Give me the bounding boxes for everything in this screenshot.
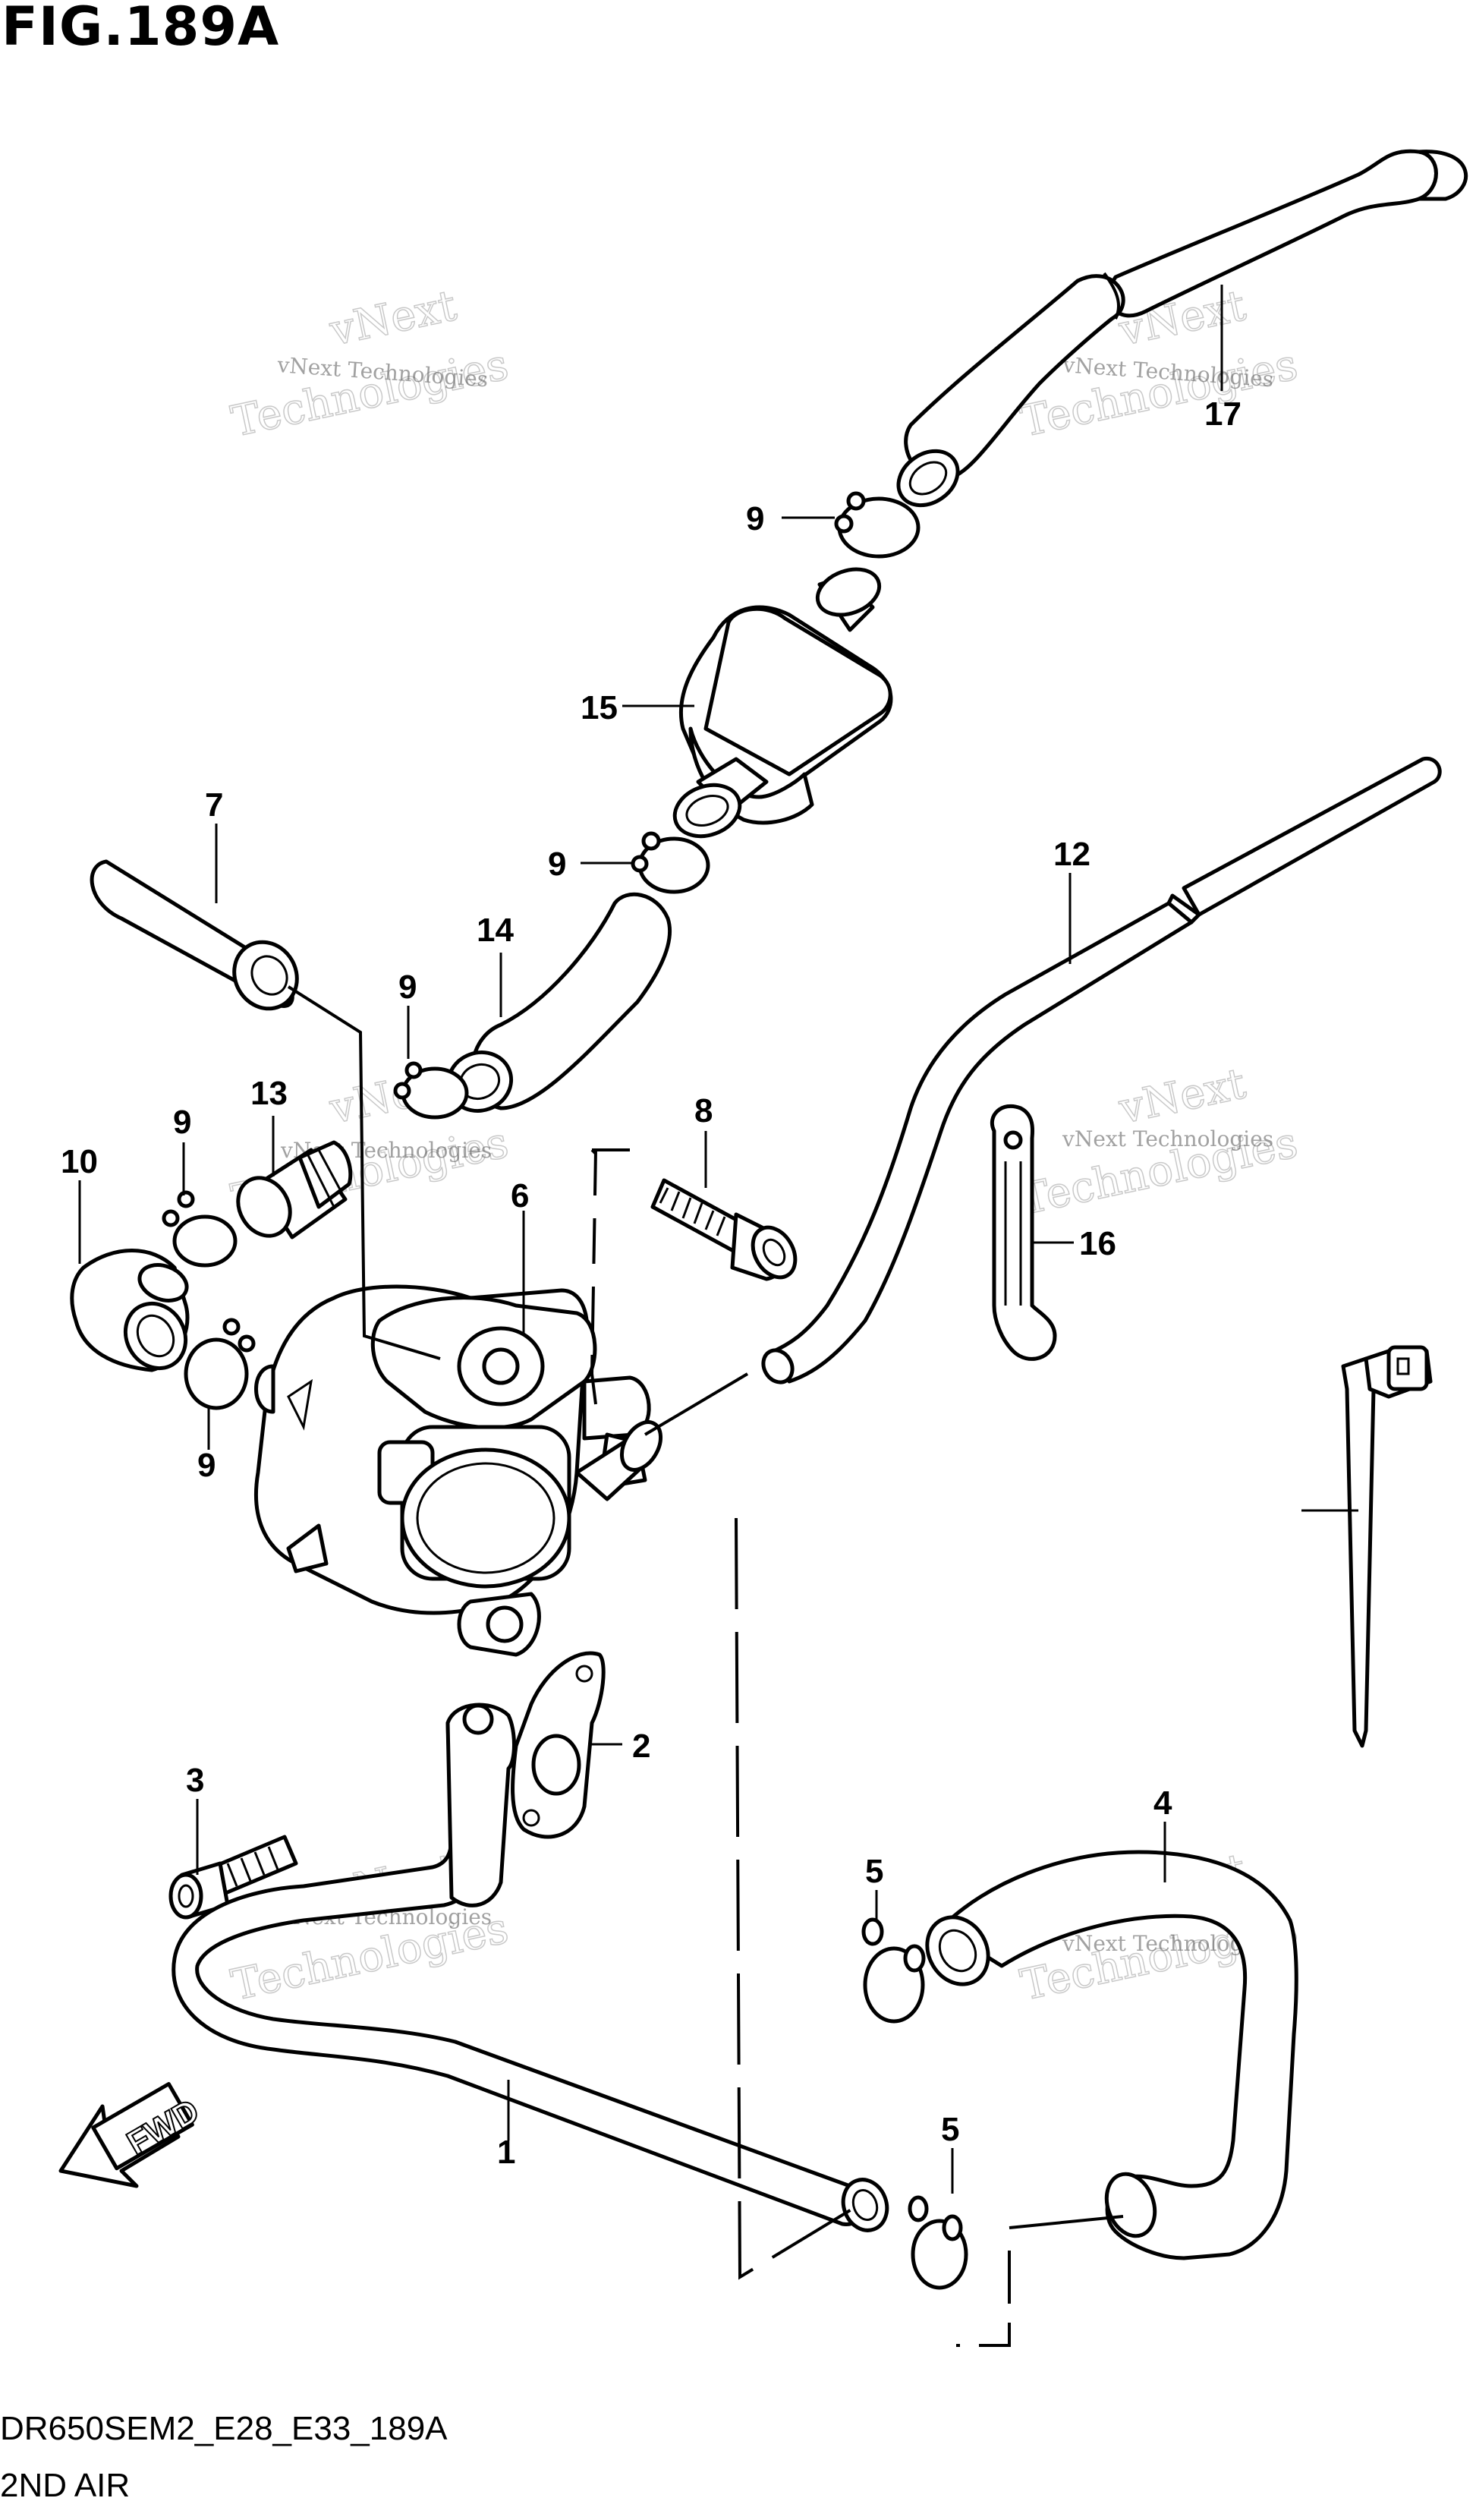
- callout-15: 12: [1053, 836, 1090, 873]
- callout-9-top: 9: [746, 500, 764, 537]
- model-code: DR650SEM2_E28_E33_189A: [0, 2410, 448, 2447]
- callout-1: 1: [497, 2134, 515, 2171]
- callout-9-left-upper: 9: [173, 1104, 191, 1141]
- part-7-hose: [90, 859, 299, 1011]
- connection-lines: [287, 985, 1124, 2347]
- part-9-clip-mid-right: [631, 831, 710, 894]
- fwd-arrow: FWD: [58, 2082, 206, 2188]
- callout-5-lower: 5: [941, 2111, 959, 2148]
- part-9-clip-left-upper: [162, 1190, 238, 1268]
- part-14-hose: [896, 149, 1468, 508]
- part-9-clip-mid: [393, 1061, 469, 1120]
- part-10-elbow-hose: [70, 1249, 190, 1372]
- callout-3: 3: [186, 1762, 204, 1799]
- watermark-mid-right: Technologies vNext vNext Technologies: [1016, 1058, 1303, 1225]
- part-5-clamp-lower: [908, 2195, 968, 2290]
- callout-16: 16: [1079, 1225, 1116, 1262]
- callout-5-upper: 5: [865, 1853, 883, 1890]
- callout-11: 13: [250, 1075, 288, 1112]
- part-9-clip-top: [834, 491, 921, 559]
- watermark-top-left: Technologies vNext vNext Technologies: [227, 280, 514, 447]
- part-9-clip-left-lower: [184, 1318, 256, 1410]
- part-11-fitting: [236, 1140, 353, 1240]
- callout-13: 15: [581, 689, 618, 726]
- svg-text:vNext: vNext: [325, 281, 461, 356]
- part-2-gasket: [511, 1651, 606, 1839]
- figure-title: FIG.189A: [2, 0, 280, 58]
- part-5-clamp-upper: [861, 1917, 926, 2024]
- callout-12: 14: [477, 912, 514, 949]
- part-13-reed-valve: [672, 567, 893, 839]
- callout-7: 7: [205, 786, 223, 824]
- part-1-pipe: [172, 1703, 889, 2232]
- callout-6: 6: [511, 1177, 529, 1214]
- part-6-control-valve: [253, 1284, 663, 1657]
- callout-2: 2: [632, 1728, 650, 1765]
- part-16-clamp: [990, 1104, 1057, 1361]
- callout-9-mid-right: 9: [548, 846, 566, 883]
- callout-labels: 17 9 15 7 9 12 14 9 13 8 9 10 16 6 9 2 3…: [61, 395, 1242, 2171]
- callout-9-left-lower: 9: [197, 1447, 216, 1484]
- leader-lines: [78, 285, 1358, 2194]
- part-15-hose: [761, 756, 1442, 1384]
- callout-14: 17: [1204, 395, 1242, 433]
- callout-10: 10: [61, 1143, 98, 1180]
- part-12-hose: [445, 892, 672, 1113]
- part-4-hose: [925, 1850, 1298, 2260]
- part-17-tie: [1341, 1345, 1433, 1748]
- callout-4: 4: [1153, 1784, 1172, 1822]
- callout-8: 8: [694, 1092, 713, 1129]
- svg-text:vNext Technologies: vNext Technologies: [1062, 1126, 1273, 1151]
- figure-caption: 2ND AIR: [0, 2467, 131, 2504]
- svg-text:vNext: vNext: [1114, 1059, 1250, 1134]
- svg-text:Technologies: Technologies: [227, 340, 512, 447]
- part-8-bolt: [650, 1178, 798, 1281]
- callout-9-mid: 9: [398, 969, 417, 1006]
